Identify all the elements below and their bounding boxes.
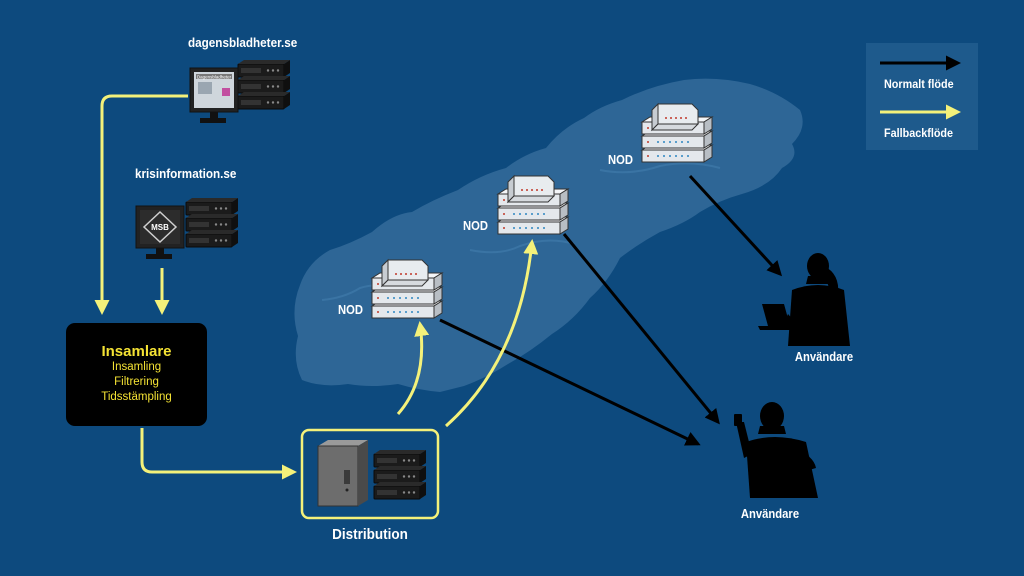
source-label-dagensbladheter: dagensbladheter.se (188, 35, 298, 50)
node-label-1: NOD (338, 303, 364, 317)
distribution-box (300, 428, 440, 520)
user-label-2: Användare (740, 507, 800, 521)
collector-item-filtrering: Filtrering (114, 376, 159, 388)
legend: Normalt flöde Fallbackflöde (866, 43, 978, 150)
legend-fallback-label: Fallbackflöde (884, 126, 954, 140)
arrow-distribution-node2 (445, 239, 539, 428)
fallback-flow-arrows (94, 94, 539, 480)
source-label-krisinformation: krisinformation.se (135, 166, 237, 181)
arrow-node2-user2 (562, 233, 720, 425)
collector-item-tidsstampling: Tidsstämpling (101, 391, 172, 403)
region-map (294, 78, 803, 393)
tower-server-icon (317, 440, 368, 507)
arrow-collector-distribution (140, 428, 297, 480)
legend-normal-label: Normalt flöde (884, 77, 954, 91)
collector-title: Insamlare (101, 343, 172, 360)
node-label-3: NOD (608, 153, 634, 167)
user-phone-silhouette (734, 402, 818, 498)
user-label-1: Användare (794, 350, 854, 364)
arrow-node1-user2 (439, 318, 701, 446)
normal-flow-arrows (439, 174, 783, 446)
collector-box: Insamlare Insamling Filtrering Tidsstämp… (66, 323, 207, 426)
node-label-2: NOD (463, 219, 489, 233)
arrow-node3-user1 (688, 174, 783, 277)
monitor-text-msb: MSB (151, 223, 169, 232)
arrow-source1-collector (94, 94, 188, 315)
arrow-distribution-node1 (396, 321, 430, 415)
source-server-dagensbladheter: Dagensbladheter (189, 59, 291, 123)
collector-item-insamling: Insamling (111, 361, 162, 373)
distribution-label: Distribution (332, 526, 408, 543)
monitor-text-dagensbladheter: Dagensbladheter (197, 75, 232, 80)
source-server-krisinformation: MSB (135, 197, 239, 259)
